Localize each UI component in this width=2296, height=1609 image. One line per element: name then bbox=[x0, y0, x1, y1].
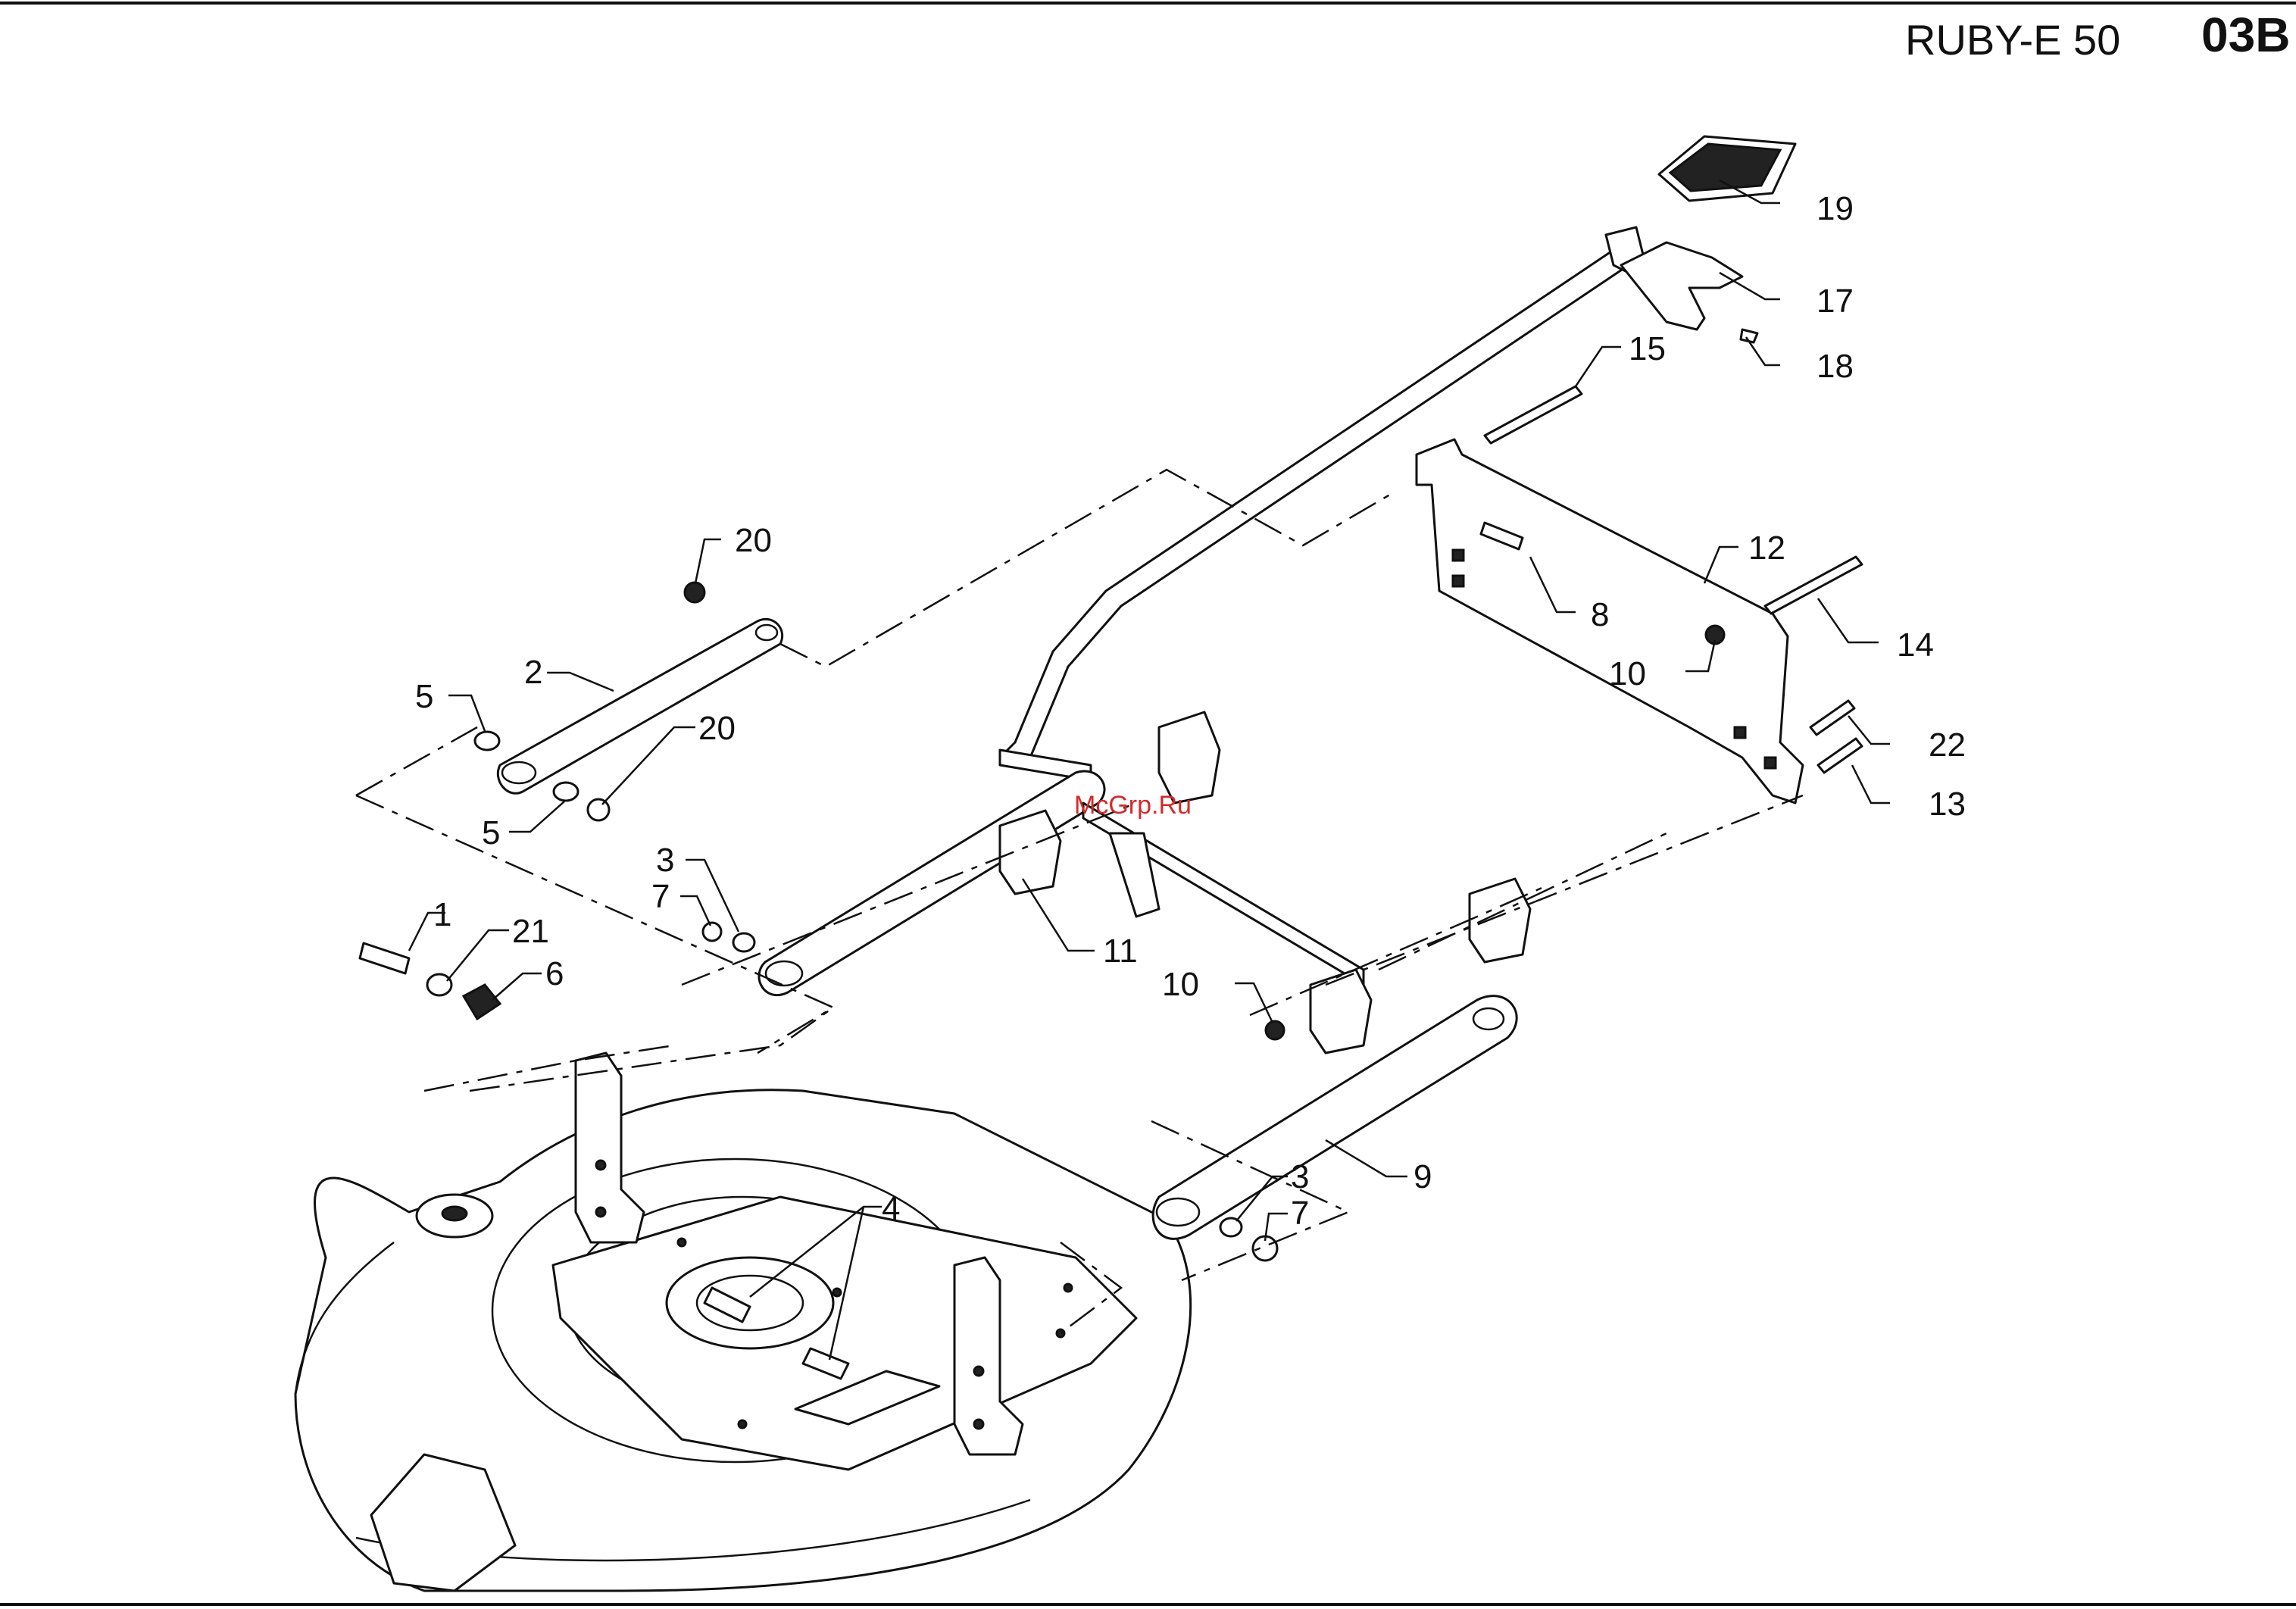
callout-22: 22 bbox=[1929, 726, 1966, 764]
washer-3-right bbox=[1220, 1218, 1242, 1236]
watermark: McGrp.Ru bbox=[1074, 791, 1192, 820]
callout-5-upper: 5 bbox=[415, 678, 433, 715]
bracket-right bbox=[1470, 879, 1530, 962]
callout-14: 14 bbox=[1897, 626, 1934, 664]
nut-7-left bbox=[703, 923, 721, 941]
callout-5-lower: 5 bbox=[482, 814, 500, 851]
callout-6: 6 bbox=[545, 955, 564, 992]
callout-10-lower: 10 bbox=[1162, 966, 1199, 1003]
pedal-bracket bbox=[1621, 242, 1742, 330]
callout-11: 11 bbox=[1103, 933, 1138, 970]
callout-21: 21 bbox=[512, 913, 549, 950]
nut-20-upper bbox=[685, 583, 704, 602]
page-code: 03B bbox=[2201, 8, 2290, 62]
bracket-11 bbox=[1000, 811, 1061, 894]
link-arm-2 bbox=[498, 619, 782, 793]
spring-6 bbox=[464, 985, 500, 1019]
callout-15: 15 bbox=[1629, 330, 1666, 367]
callout-1: 1 bbox=[433, 896, 451, 933]
callout-3-right: 3 bbox=[1291, 1158, 1309, 1195]
mounting-plate bbox=[1417, 439, 1803, 803]
callout-12: 12 bbox=[1748, 530, 1785, 567]
bolt-22 bbox=[1810, 701, 1854, 735]
bracket-upper bbox=[1159, 712, 1220, 803]
pedal-pad bbox=[1659, 136, 1795, 201]
callout-4: 4 bbox=[882, 1190, 900, 1227]
bolt-1 bbox=[360, 943, 409, 973]
callout-8: 8 bbox=[1591, 596, 1609, 633]
callout-3-left: 3 bbox=[656, 842, 674, 879]
model-title: RUBY-E 50 bbox=[1905, 16, 2120, 64]
washer-5-lower bbox=[554, 783, 578, 801]
callout-9: 9 bbox=[1414, 1158, 1432, 1195]
nut-20-lower bbox=[588, 799, 609, 820]
bracket-lower bbox=[1310, 970, 1371, 1053]
callout-2: 2 bbox=[524, 654, 542, 691]
callout-17: 17 bbox=[1816, 283, 1854, 320]
callout-19: 19 bbox=[1816, 190, 1854, 227]
mower-deck bbox=[295, 1053, 1191, 1591]
bolt-15 bbox=[1485, 386, 1582, 443]
washer-21 bbox=[427, 974, 451, 995]
callout-13: 13 bbox=[1929, 786, 1966, 823]
washer-5-upper bbox=[475, 732, 499, 750]
callout-10-upper: 10 bbox=[1609, 655, 1646, 692]
link-arm-left bbox=[759, 771, 1364, 995]
callout-20-lower: 20 bbox=[698, 710, 736, 747]
nut-10-lower bbox=[1266, 1021, 1284, 1039]
callout-20-upper: 20 bbox=[735, 522, 772, 559]
callout-18: 18 bbox=[1816, 348, 1854, 385]
callout-7-right: 7 bbox=[1291, 1195, 1309, 1232]
callout-7-left: 7 bbox=[651, 878, 670, 915]
washer-3-left bbox=[733, 933, 754, 951]
bolt-13 bbox=[1818, 739, 1862, 773]
